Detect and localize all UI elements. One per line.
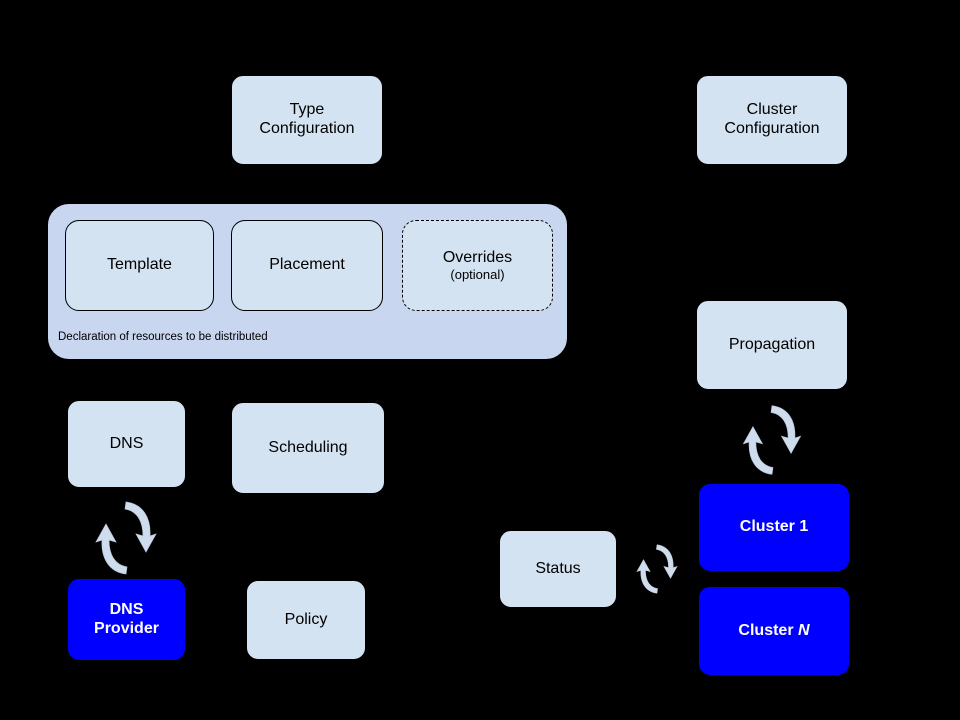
node-template[interactable]: Template <box>65 220 214 311</box>
node-propagation-label: Propagation <box>728 335 816 353</box>
sync-icon-dns <box>95 501 157 575</box>
node-placement[interactable]: Placement <box>231 220 383 311</box>
node-propagation[interactable]: Propagation <box>696 300 848 390</box>
node-placement-label: Placement <box>269 256 345 274</box>
node-cluster-n[interactable]: Cluster N <box>698 586 850 676</box>
node-status[interactable]: Status <box>499 530 617 608</box>
node-type-configuration-label: Type Configuration <box>259 101 355 137</box>
node-overrides[interactable]: Overrides (optional) <box>402 220 553 311</box>
node-scheduling[interactable]: Scheduling <box>231 402 385 494</box>
node-dns-label: DNS <box>109 434 144 452</box>
node-cluster-1[interactable]: Cluster 1 <box>698 483 850 572</box>
node-dns[interactable]: DNS <box>67 400 186 488</box>
node-template-label: Template <box>107 256 172 274</box>
node-dns-provider[interactable]: DNS Provider <box>67 578 186 661</box>
node-status-label: Status <box>535 559 581 577</box>
node-cluster-n-prefix: Cluster <box>738 621 798 639</box>
node-type-configuration[interactable]: Type Configuration <box>231 75 383 165</box>
node-cluster-n-index: N <box>798 621 810 639</box>
node-cluster-1-label: Cluster 1 <box>739 518 809 536</box>
node-dns-provider-label: DNS Provider <box>94 600 159 637</box>
node-overrides-label: Overrides <box>442 248 513 266</box>
group-caption: Declaration of resources to be distribut… <box>58 331 268 343</box>
sync-icon-status <box>636 544 678 594</box>
node-policy[interactable]: Policy <box>246 580 366 660</box>
node-cluster-configuration[interactable]: Cluster Configuration <box>696 75 848 165</box>
node-cluster-configuration-label: Cluster Configuration <box>724 101 820 137</box>
node-cluster-n-label: Cluster N <box>738 622 809 641</box>
sync-icon-propagation <box>742 405 802 475</box>
node-overrides-sublabel: (optional) <box>450 267 505 283</box>
node-scheduling-label: Scheduling <box>268 438 348 456</box>
node-policy-label: Policy <box>284 610 328 628</box>
